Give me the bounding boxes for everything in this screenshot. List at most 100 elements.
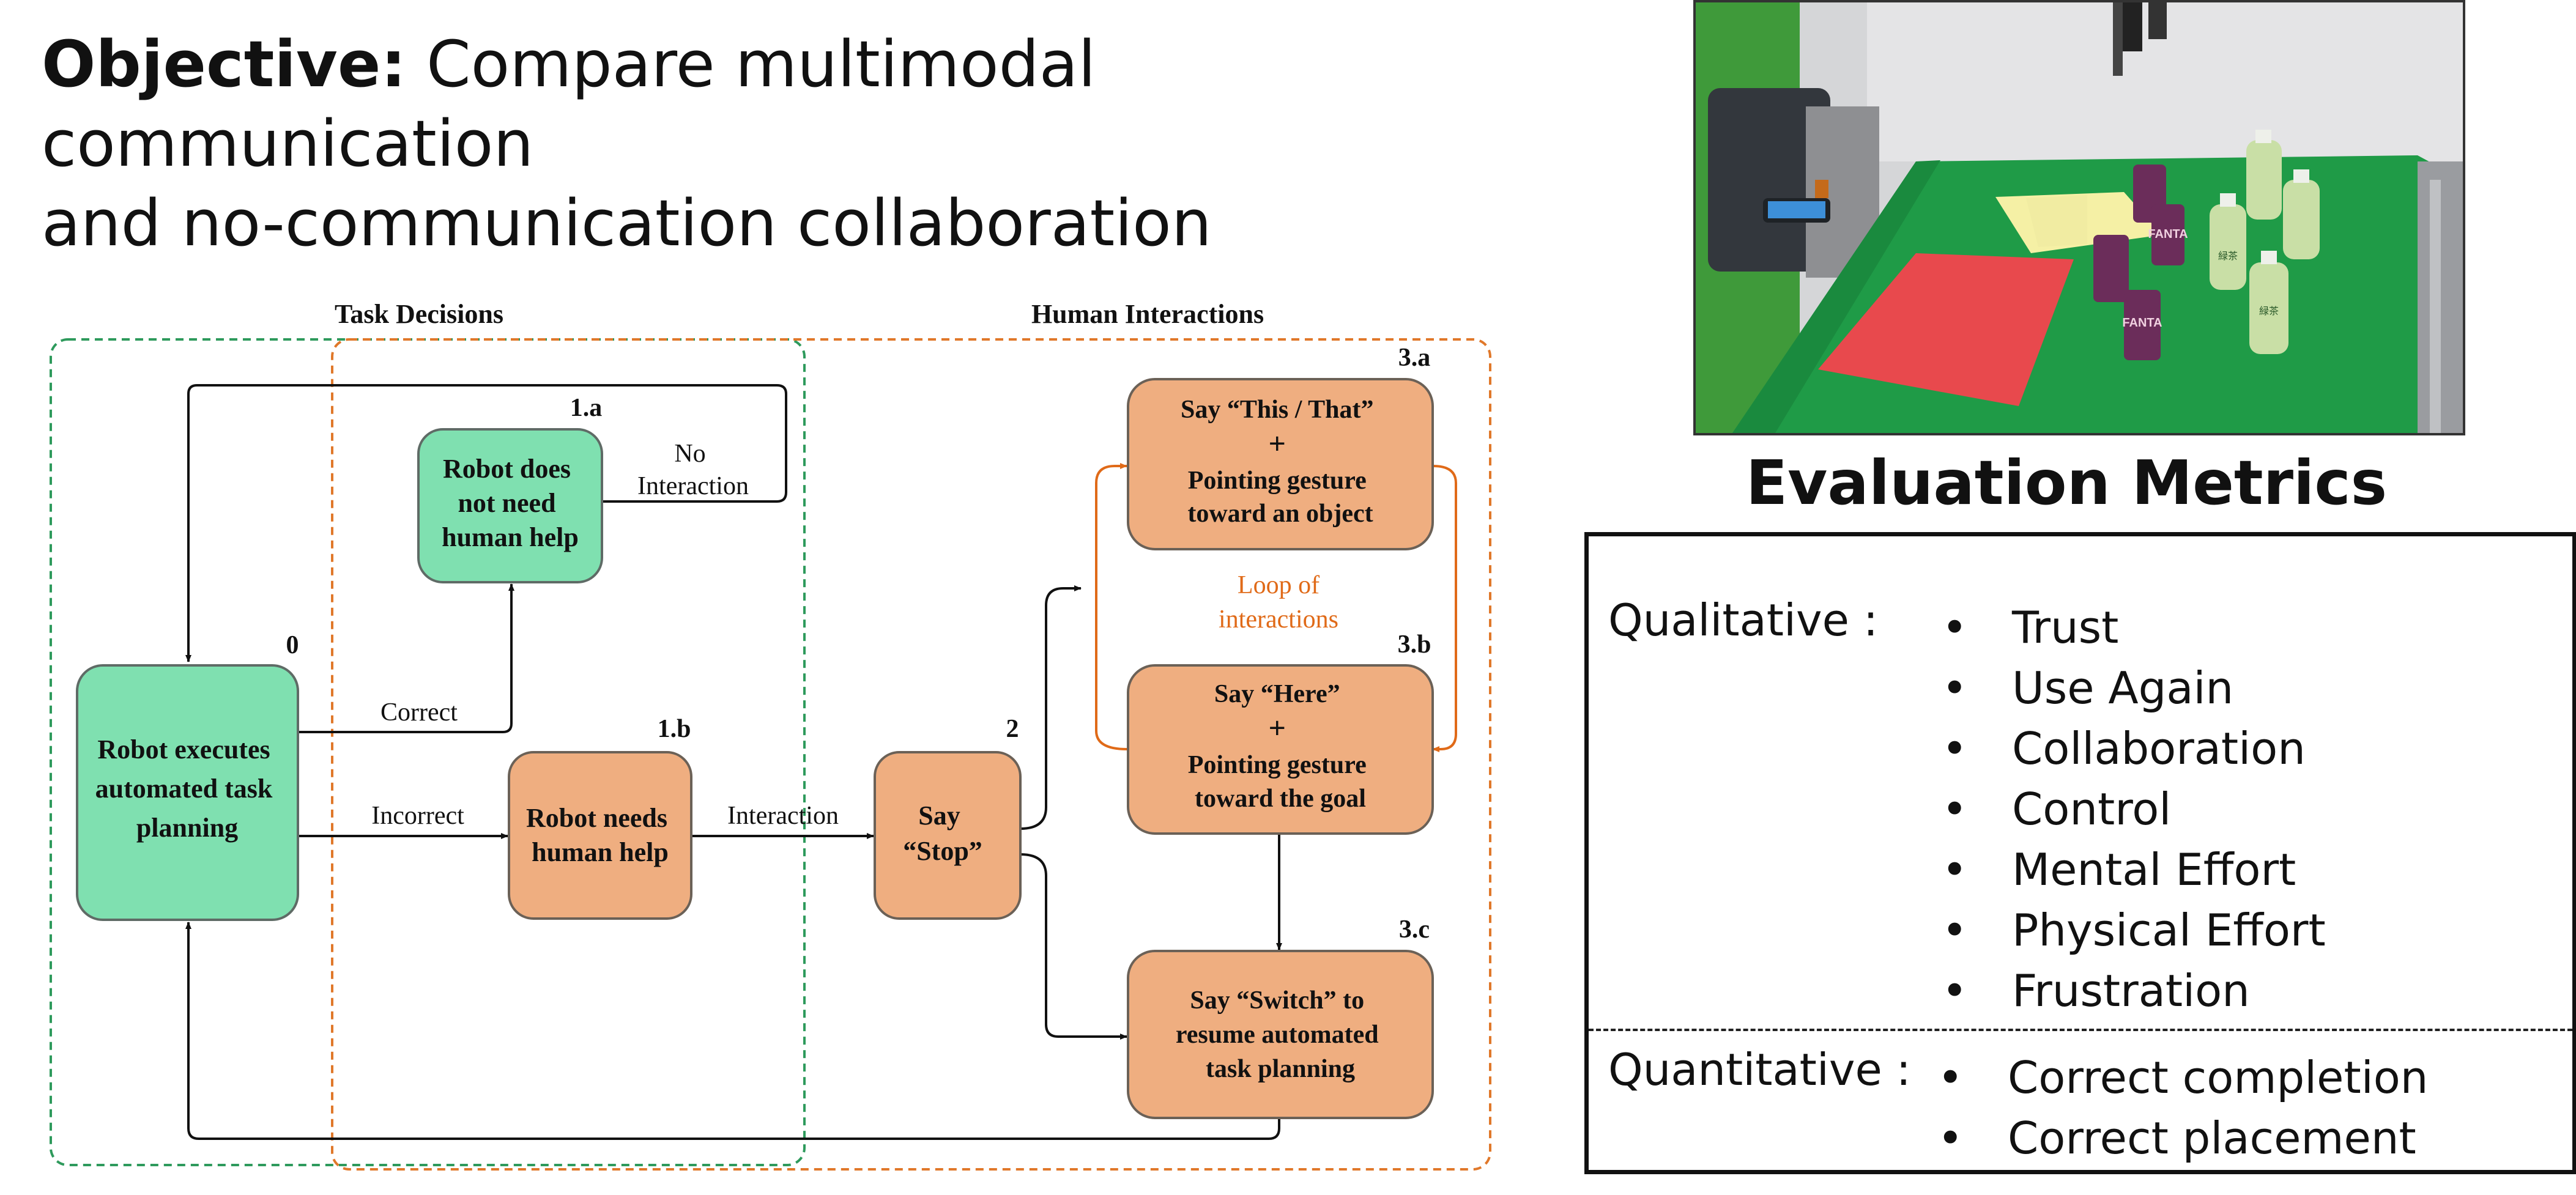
node-3a-line-3: Pointing gesture <box>1188 467 1367 495</box>
quantitative-label: Quantitative : <box>1608 1044 1911 1095</box>
qualitative-item-label: Use Again <box>2012 662 2234 714</box>
node-1a-line-2: not need <box>458 488 555 518</box>
svg-text:FANTA: FANTA <box>2122 316 2162 330</box>
experiment-setup-photo: FANTA FANTA 緑茶 緑茶 <box>1693 0 2465 435</box>
svg-text:FANTA: FANTA <box>2148 228 2188 241</box>
edge-label-no: No <box>674 440 705 468</box>
edge-label-loop: Loop of interactions <box>1219 571 1338 634</box>
node-1a-box <box>417 428 603 583</box>
svg-text:緑茶: 緑茶 <box>2218 250 2238 262</box>
node-3c-line-3: task planning <box>1206 1055 1355 1083</box>
node-3b-line-3: Pointing gesture <box>1188 751 1367 779</box>
experiment-setup-illustration: FANTA FANTA 緑茶 緑茶 <box>1696 2 2463 433</box>
node-0-label: Robot executes automated task planning <box>95 734 280 843</box>
node-1a-line-3: human help <box>442 522 579 552</box>
evaluation-metrics-box: Qualitative : •Trust • Use Again • Collabo… <box>1584 532 2576 1174</box>
node-3c-line-1: Say “Switch” to <box>1190 986 1364 1015</box>
node-3a-line-2: + <box>1269 426 1286 461</box>
qualitative-item: • Control <box>1942 779 2326 840</box>
edge-no-interaction-loop <box>185 384 787 662</box>
bullet-icon: • <box>1937 1052 1964 1103</box>
edge-label-loop-2: interactions <box>1219 605 1338 634</box>
objective-keyword: Objective: <box>42 27 406 102</box>
bullet-icon: • <box>1942 662 1968 714</box>
node-1a-label: Robot does not need human help <box>442 454 579 552</box>
qualitative-item: • Frustration <box>1942 961 2326 1021</box>
node-1b-number: 1.b <box>658 715 691 743</box>
objective-heading: Objective: Compare multimodal communicat… <box>42 24 1534 263</box>
edge-stop-to-3a <box>1020 585 1082 830</box>
node-3b-box <box>1127 664 1434 835</box>
drink-cans: FANTA FANTA <box>2093 165 2188 360</box>
node-1b-line-1: Robot needs <box>526 803 667 833</box>
node-2-number: 2 <box>1006 715 1019 743</box>
qualitative-item: •Trust <box>1942 598 2326 658</box>
qualitative-item-label: Collaboration <box>2012 723 2306 774</box>
quantitative-item-label: Correct placement <box>2008 1112 2416 1164</box>
task-decisions-boundary <box>50 338 806 1166</box>
edge-label-correct: Correct <box>380 698 458 727</box>
edge-correct <box>298 583 514 733</box>
node-3b-label: Say “Here” + Pointing gesture toward the… <box>1188 680 1373 813</box>
node-1a-number: 1.a <box>570 394 603 422</box>
edge-label-interaction: Interaction <box>727 802 839 830</box>
evaluation-metrics-title: Evaluation Metrics <box>1745 447 2388 519</box>
node-3c-number: 3.c <box>1399 916 1430 944</box>
qualitative-item: •Physical Effort <box>1942 900 2326 961</box>
bullet-icon: • <box>1942 723 1968 774</box>
node-1b-label: Robot needs human help <box>526 803 674 867</box>
edge-label-loop-1: Loop of <box>1238 571 1320 599</box>
quantitative-item-label: Correct completion <box>2008 1052 2429 1103</box>
node-2-line-2: “Stop” <box>903 836 982 866</box>
bullet-icon: • <box>1942 602 1968 653</box>
node-3b-line-2: + <box>1269 711 1286 745</box>
human-interactions-boundary <box>331 338 1491 1171</box>
node-3a-line-1: Say “This / That” <box>1181 396 1374 424</box>
node-3a-label: Say “This / That” + Pointing gesture tow… <box>1181 396 1380 528</box>
human-interactions-label: Human Interactions <box>1031 299 1264 329</box>
qualitative-item-label: Control <box>2012 783 2172 835</box>
node-0-number: 0 <box>286 631 299 659</box>
objective-text-1: Compare multimodal communication <box>42 27 1096 181</box>
task-decisions-label: Task Decisions <box>335 299 503 329</box>
edge-loop-3a-to-3b <box>1432 465 1457 752</box>
bullet-icon: • <box>1942 905 1968 956</box>
objective-text-2: and no-communication collaboration <box>42 186 1212 261</box>
qualitative-item: • Mental Effort <box>1942 840 2326 900</box>
svg-text:緑茶: 緑茶 <box>2259 305 2279 317</box>
node-2-line-1: Say <box>918 801 960 831</box>
edge-label-incorrect: Incorrect <box>371 802 464 830</box>
edge-loop-3b-to-3a <box>1095 463 1127 750</box>
node-0-box <box>76 664 299 921</box>
edge-3c-back-to-0 <box>185 922 1280 1140</box>
qualitative-list: •Trust • Use Again • Collaboration • Contro… <box>1942 598 2326 1021</box>
node-0-line-1: Robot executes <box>97 734 270 764</box>
bullet-icon: • <box>1942 844 1968 895</box>
qualitative-item-label: Frustration <box>2012 965 2250 1016</box>
metrics-divider <box>1589 1029 2572 1031</box>
node-3a-box <box>1127 378 1434 550</box>
node-3b-number: 3.b <box>1398 631 1431 659</box>
node-0-line-2: automated task <box>95 774 273 804</box>
quantitative-item: • Correct completion <box>1937 1048 2428 1108</box>
objective-line-1: Objective: Compare multimodal communicat… <box>42 24 1534 183</box>
node-2-box <box>874 751 1022 920</box>
node-3a-line-4: toward an object <box>1187 500 1373 528</box>
bullet-icon: • <box>1942 783 1968 835</box>
bullet-icon: • <box>1942 965 1968 1016</box>
edge-stop-to-3c <box>1020 853 1127 1040</box>
qualitative-item: • Collaboration <box>1942 719 2326 779</box>
node-2-label: Say “Stop” <box>903 801 982 866</box>
quantitative-list: • Correct completion • Correct placement <box>1937 1048 2428 1169</box>
node-3b-line-4: toward the goal <box>1195 785 1366 813</box>
node-1b-box <box>508 751 692 920</box>
qualitative-label: Qualitative : <box>1608 594 1879 646</box>
node-1b-line-2: human help <box>532 837 669 867</box>
qualitative-item: • Use Again <box>1942 658 2326 719</box>
qualitative-item-label: Mental Effort <box>2012 844 2296 895</box>
node-0-line-3: planning <box>136 813 238 843</box>
node-3c-line-2: resume automated <box>1176 1021 1379 1049</box>
bullet-icon: • <box>1937 1112 1964 1164</box>
